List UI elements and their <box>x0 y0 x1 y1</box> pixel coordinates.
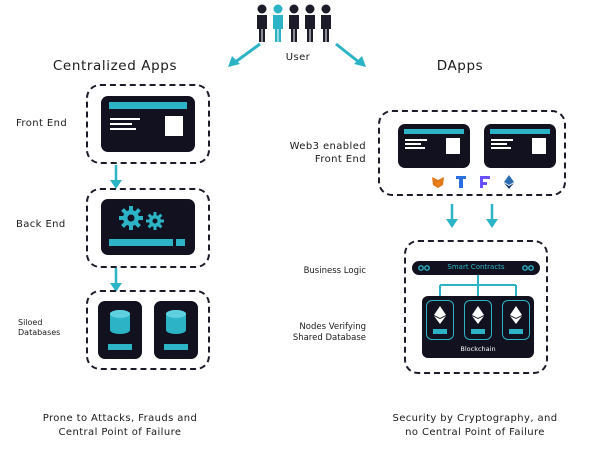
metamask-fox-icon <box>432 177 444 188</box>
nodes-verifying-label: Nodes Verifying Shared Database <box>292 322 366 343</box>
text-line <box>491 143 507 145</box>
person-icon <box>257 4 267 42</box>
database-panel-1 <box>98 301 142 359</box>
text-line <box>491 147 511 149</box>
database-panel-2 <box>154 301 198 359</box>
user-label: User <box>285 52 311 63</box>
front-end-label: Front End <box>16 118 68 129</box>
dapp-screen-2 <box>484 124 556 168</box>
person-icon <box>321 4 331 42</box>
blockchain-label: Blockchain <box>460 345 496 353</box>
dapp-arrows <box>446 204 498 228</box>
link-icon <box>418 265 430 271</box>
arrow-left-icon <box>228 42 261 67</box>
ethereum-icon <box>504 175 514 189</box>
text-line <box>110 123 132 125</box>
front-end-screen <box>101 96 195 152</box>
ethereum-icon <box>510 306 522 324</box>
smart-contracts-label: Smart Contracts <box>447 263 505 271</box>
node-3 <box>502 300 530 340</box>
arrow-down-icon <box>110 165 122 189</box>
text-line <box>110 118 140 120</box>
web3-front-end-box <box>378 110 566 196</box>
text-line <box>405 147 425 149</box>
link-icon <box>522 265 534 271</box>
arrow-down-icon <box>486 204 498 228</box>
screen-header-bar <box>404 129 464 134</box>
person-icon <box>289 4 299 42</box>
dapp-backend-box: Smart Contracts <box>404 240 548 374</box>
db-bar <box>108 344 132 350</box>
siloed-databases-label: Siloed Databases <box>18 318 61 337</box>
progress-cap <box>176 239 185 246</box>
text-line <box>110 128 136 130</box>
screen-header-bar <box>490 129 550 134</box>
node-bar <box>433 329 447 334</box>
database-icon <box>110 310 130 334</box>
smart-contracts-bar: Smart Contracts <box>412 261 540 275</box>
node-2 <box>464 300 492 340</box>
db-bar <box>164 344 188 350</box>
fortmatic-icon <box>480 176 490 188</box>
image-placeholder <box>165 116 183 136</box>
back-end-box <box>86 188 210 268</box>
back-end-label: Back End <box>16 219 66 230</box>
dapps-caption: Security by Cryptography, and no Central… <box>392 413 558 438</box>
back-end-panel <box>101 199 195 255</box>
ethereum-icon <box>434 306 446 324</box>
wallet-icons <box>432 175 514 189</box>
blockchain-panel: Blockchain <box>422 296 534 358</box>
arrow-right-icon <box>335 42 366 67</box>
person-icon-highlighted <box>273 4 283 42</box>
node-1 <box>426 300 454 340</box>
dapps-title: DApps <box>436 58 484 74</box>
text-line <box>491 139 513 141</box>
image-placeholder <box>532 138 546 154</box>
screen-header-bar <box>109 102 187 109</box>
databases-box <box>86 290 210 370</box>
ethereum-icon <box>472 306 484 324</box>
gears-icon <box>119 206 164 230</box>
image-placeholder <box>446 138 460 154</box>
users-icon <box>257 4 331 42</box>
text-line <box>405 143 421 145</box>
arrow-down-icon <box>446 204 458 228</box>
node-bar <box>471 329 485 334</box>
web3-front-end-label: Web3 enabled Front End <box>289 141 366 165</box>
node-bar <box>509 329 523 334</box>
front-end-box <box>86 84 210 164</box>
progress-bar <box>109 239 173 246</box>
arrow-down-icon <box>110 268 122 292</box>
torus-icon <box>456 176 466 188</box>
dapp-screen-1 <box>398 124 470 168</box>
user-arrows <box>228 42 366 67</box>
centralized-caption: Prone to Attacks, Frauds and Central Poi… <box>42 413 198 438</box>
person-icon <box>305 4 315 42</box>
centralized-apps-title: Centralized Apps <box>52 58 178 74</box>
text-line <box>405 139 427 141</box>
business-logic-label: Business Logic <box>303 266 366 276</box>
database-icon <box>166 310 186 334</box>
